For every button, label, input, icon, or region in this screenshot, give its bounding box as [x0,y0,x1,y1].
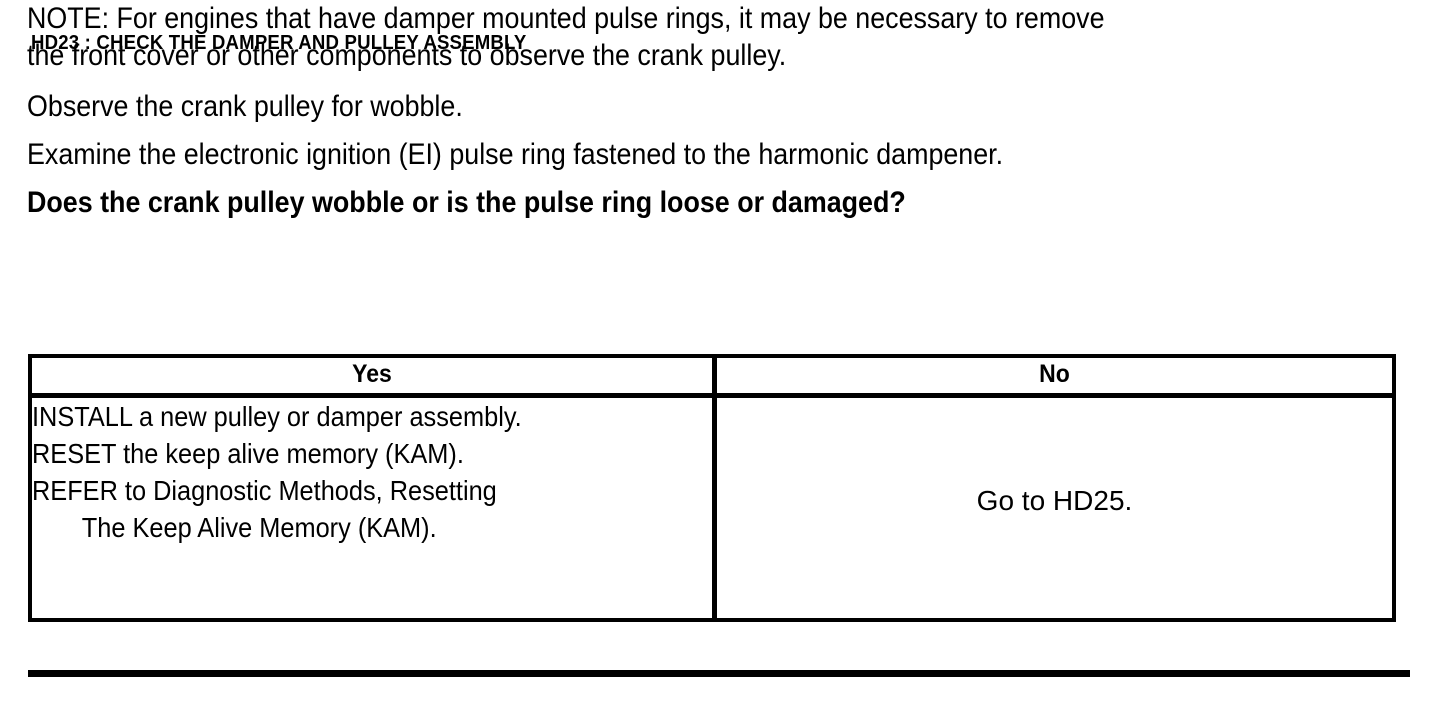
table-header-no: No [1039,360,1070,388]
list-item: INSTALL a new pulley or damper assembly. [32,401,522,432]
list-item: The Keep Alive Memory (KAM). [81,512,437,543]
list-item: RESET the keep alive memory (KAM). [32,438,464,469]
observe-paragraph: Observe the crank pulley for wobble. [27,90,463,123]
examine-paragraph: Examine the electronic ignition (EI) pul… [27,138,1004,171]
decision-question: Does the crank pulley wobble or is the p… [27,186,906,219]
table-cell-yes: INSTALL a new pulley or damper assembly.… [32,398,712,618]
yes-action-list: INSTALL a new pulley or damper assembly.… [32,398,712,546]
table-header-yes: Yes [352,360,392,388]
list-item: REFER to Diagnostic Methods, Resetting [32,475,497,506]
decision-table: Yes No INSTALL a new pulley or damper as… [28,354,1396,622]
table-cell-no: Go to HD25. [717,398,1392,618]
note-paragraph: NOTE: For engines that have damper mount… [27,2,1105,72]
goto-step-reference: Go to HD25. [976,485,1133,516]
page-title: HD23 : CHECK THE DAMPER AND PULLEY ASSEM… [31,32,527,54]
table-column-divider [712,358,717,618]
footer-rule [28,670,1410,677]
